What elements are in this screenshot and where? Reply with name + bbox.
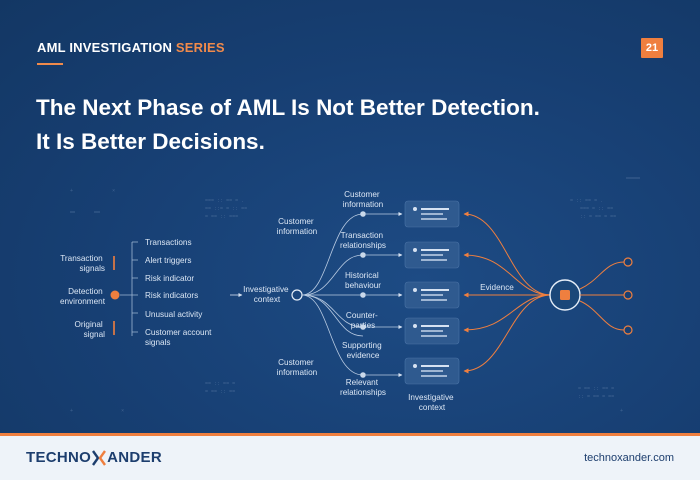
series-title-accent: SERIES (175, 40, 225, 55)
series-title-main: AML INVESTIGATION (37, 40, 173, 55)
signal-customer-account: Customer account signals (145, 328, 214, 347)
context-card (404, 241, 460, 269)
branch-relevant-relationships: Relevant relationships (340, 378, 386, 397)
svg-text:= == :: == =: = == :: == = (578, 386, 614, 392)
label-customer-info-top: Customer information (277, 217, 318, 236)
svg-text:== ::= = :: ==: == ::= = :: == (205, 206, 247, 212)
context-cards (404, 200, 460, 385)
signal-list: Transactions Alert triggers Risk indicat… (145, 238, 214, 347)
svg-text:+ ×: + × (70, 408, 124, 414)
evidence-arrows (463, 211, 552, 374)
branch-dots (360, 211, 366, 378)
label-customer-info-bottom: Customer information (277, 358, 318, 377)
brand-x-icon (92, 449, 107, 466)
svg-text::: = == = ==: :: = == = == (580, 214, 616, 220)
svg-text:== :: == =: == :: == = (205, 381, 235, 387)
svg-text:=== :: == = .: === :: == = . (205, 198, 244, 204)
signal-alert-triggers: Alert triggers (145, 256, 191, 265)
brand-logo-left: TECHNO (26, 449, 92, 466)
brand-logo-right: ANDER (107, 449, 162, 466)
headline-line-1: The Next Phase of AML Is Not Better Dete… (36, 95, 540, 120)
label-detection-environment: Detection environment (60, 287, 106, 306)
svg-text::: = == = ==: :: = == = == (578, 394, 614, 400)
context-card (404, 200, 460, 228)
input-nodes (623, 257, 633, 335)
series-underline (37, 63, 63, 65)
label-cards-investigative-context: Investigative context (408, 393, 456, 412)
context-card (404, 281, 460, 309)
input-lines (579, 261, 625, 331)
label-transaction-signals: Transaction signals (60, 254, 105, 273)
brand-logo: TECHNO ANDER (26, 449, 162, 466)
signal-risk-indicator: Risk indicator (145, 274, 194, 283)
context-hub-node (291, 289, 303, 301)
context-card (404, 317, 460, 345)
detection-node (110, 290, 120, 300)
svg-text:= :: == = .: = :: == = . (570, 198, 603, 204)
background-decoration: + × === :: == = . == ::= = :: == = == ::… (70, 177, 640, 414)
svg-text:+ ×: + × (70, 188, 115, 194)
branch-historical-behaviour: Historical behaviour (345, 271, 381, 290)
signal-risk-indicators: Risk indicators (145, 291, 198, 300)
aml-flow-diagram: + × === :: == = . == ::= = :: == = == ::… (60, 177, 640, 414)
branch-supporting-evidence: Supporting evidence (342, 341, 384, 360)
label-original-signal: Original signal (75, 320, 106, 339)
evidence-hub-node (549, 279, 581, 311)
signal-unusual-activity: Unusual activity (145, 310, 203, 319)
svg-text:= == :: ===: = == :: === (205, 214, 238, 220)
branch-transaction-relationships: Transaction relationships (340, 231, 386, 250)
branch-customer-information: Customer information (343, 190, 384, 209)
label-evidence: Evidence (480, 283, 514, 292)
page-number-badge: 21 (641, 38, 663, 58)
website-url[interactable]: technoxander.com (584, 452, 674, 464)
svg-text:=== = :: ==: === = :: == (580, 206, 613, 212)
context-card (404, 357, 460, 385)
svg-text:+: + (620, 408, 623, 414)
svg-text:= == :: ==: = == :: == (205, 389, 235, 395)
fanout-lines (301, 213, 364, 376)
series-title: AML INVESTIGATION SERIES (37, 40, 225, 55)
signal-transactions: Transactions (145, 238, 192, 247)
footer: TECHNO ANDER technoxander.com (0, 433, 700, 480)
label-investigative-context: Investigative context (243, 285, 291, 304)
headline-line-2: It Is Better Decisions. (36, 129, 265, 154)
slide: AML INVESTIGATION SERIES 21 The Next Pha… (0, 0, 700, 433)
